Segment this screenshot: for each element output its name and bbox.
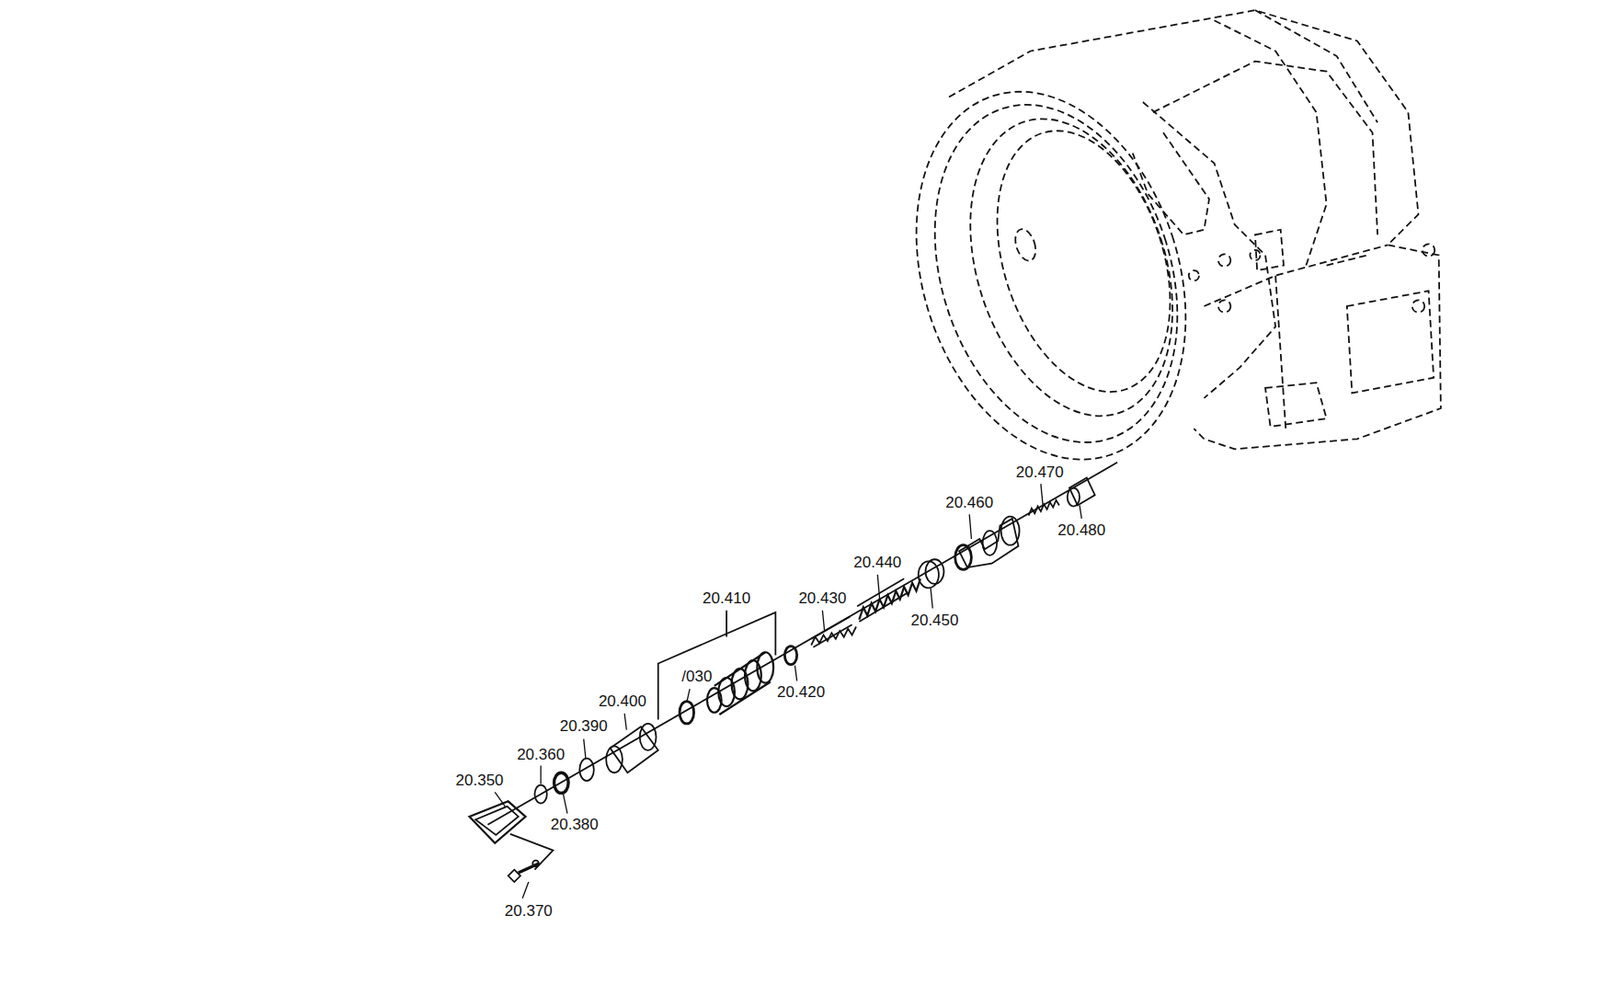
callout-number: 20.380: [548, 816, 601, 835]
callout-number: 20.430: [796, 590, 848, 608]
callout-number: 20.400: [596, 693, 649, 711]
callout-number: 20.470: [1014, 464, 1066, 482]
callout-number: 20.440: [851, 554, 903, 572]
callout-number: 20.350: [454, 772, 506, 790]
callout-number: 20.370: [502, 902, 555, 921]
callout-number: 20.420: [775, 684, 827, 702]
callout-number: 20.390: [558, 718, 610, 736]
transmission-housing: [871, 10, 1441, 495]
callout-number: 20.460: [943, 494, 995, 513]
leader-lines: [494, 483, 1082, 899]
callout-number: /030: [679, 668, 714, 686]
callout-number: 20.480: [1055, 522, 1108, 540]
callout-number: 20.410: [700, 590, 753, 608]
callout-number: 20.450: [908, 612, 960, 630]
assembly-axis: [487, 462, 1118, 825]
callout-number: 20.360: [514, 746, 567, 765]
